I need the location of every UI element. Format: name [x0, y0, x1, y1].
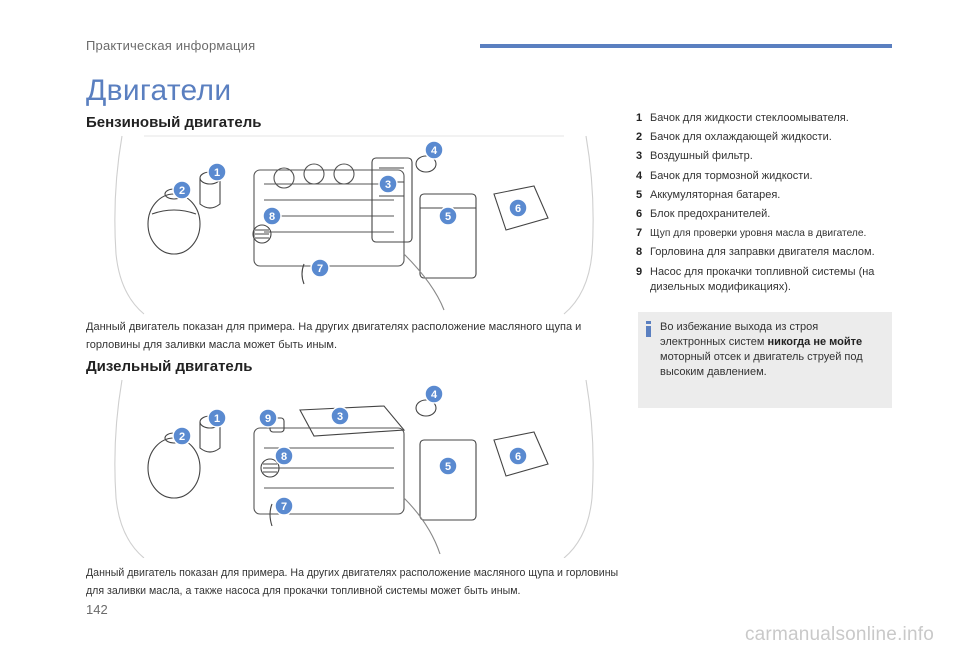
diesel-engine-illustration: 1 2 3 4 5 6 7 8 9	[104, 378, 604, 558]
svg-text:1: 1	[214, 413, 220, 425]
svg-text:5: 5	[445, 461, 451, 473]
brake-fluid-reservoir	[415, 399, 437, 417]
callout-7: 7	[274, 496, 294, 516]
legend-text: Щуп для проверки уровня масла в двигател…	[650, 228, 867, 240]
notice-text-end: моторный отсек и двигатель струей под вы…	[660, 351, 863, 378]
fuse-box	[493, 185, 549, 231]
intake-hose	[403, 497, 441, 555]
battery	[419, 439, 477, 521]
legend-text: Блок предохранителей.	[650, 207, 771, 220]
legend-item: 4 Бачок для тормозной жидкости.	[636, 169, 896, 184]
page-number: 142	[86, 602, 108, 617]
svg-text:2: 2	[179, 185, 185, 197]
callout-6: 6	[508, 446, 528, 466]
coolant-reservoir	[147, 188, 201, 255]
svg-text:1: 1	[214, 167, 220, 179]
svg-text:2: 2	[179, 431, 185, 443]
callout-8: 8	[274, 446, 294, 466]
legend-number: 1	[636, 112, 643, 124]
callout-3: 3	[378, 174, 398, 194]
petrol-caption: Данный двигатель показан для примера. На…	[86, 321, 582, 351]
diesel-caption: Данный двигатель показан для примера. На…	[86, 567, 619, 597]
engine-block	[253, 427, 405, 515]
warning-notice: Во избежание выхода из строя электронных…	[638, 312, 892, 408]
running-header: Практическая информация	[86, 38, 256, 53]
legend-item: 8 Горловина для заправки двигателя маслом…	[636, 245, 896, 260]
svg-text:6: 6	[515, 451, 521, 463]
legend-text: Бачок для жидкости стеклоомывателя.	[650, 112, 849, 124]
legend-text: Горловина для заправки двигателя маслом.	[650, 246, 875, 259]
diesel-engine-heading: Дизельный двигатель	[86, 358, 253, 375]
petrol-engine-illustration: 1 2 3 4 5 6 7 8	[104, 134, 604, 316]
fuse-box	[493, 431, 549, 477]
svg-text:7: 7	[281, 501, 287, 513]
intake-hose	[403, 253, 445, 311]
legend-number: 2	[636, 131, 643, 144]
oil-filler-cap	[252, 224, 272, 244]
legend-item: 7 Щуп для проверки уровня масла в двигате…	[636, 226, 896, 241]
page-title: Двигатели	[86, 74, 232, 107]
legend-number: 6	[636, 207, 643, 220]
callout-7: 7	[310, 258, 330, 278]
notice-emphasis: никогда не мойте	[767, 336, 863, 348]
callout-2: 2	[172, 180, 192, 200]
svg-text:3: 3	[385, 179, 391, 191]
callout-6: 6	[508, 198, 528, 218]
oil-filler-cap	[260, 458, 280, 478]
svg-text:7: 7	[317, 263, 323, 275]
callout-2: 2	[172, 426, 192, 446]
callout-1: 1	[207, 162, 227, 182]
callout-5: 5	[438, 456, 458, 476]
callout-1: 1	[207, 408, 227, 428]
callout-3: 3	[330, 406, 350, 426]
legend-text: Бачок для тормозной жидкости.	[650, 169, 813, 182]
svg-text:8: 8	[281, 451, 287, 463]
callout-9: 9	[258, 408, 278, 428]
legend-item: 6 Блок предохранителей.	[636, 207, 896, 222]
air-filter-box	[299, 405, 406, 437]
dipstick	[269, 503, 273, 527]
svg-text:5: 5	[445, 211, 451, 223]
callout-4: 4	[424, 384, 444, 404]
legend-number: 9	[636, 265, 643, 278]
engine-bay-outline	[114, 379, 594, 558]
legend-number: 7	[636, 227, 643, 240]
svg-text:4: 4	[431, 145, 438, 157]
engine-bay-outline	[114, 135, 594, 315]
legend-number: 5	[636, 188, 643, 201]
svg-text:3: 3	[337, 411, 343, 423]
svg-text:8: 8	[269, 211, 275, 223]
petrol-engine-heading: Бензиновый двигатель	[86, 114, 262, 131]
notice-text-start: Во избежание выхода из строя электронных…	[660, 321, 819, 348]
legend-number: 4	[636, 169, 643, 182]
legend-item: 5 Аккумуляторная батарея.	[636, 188, 896, 203]
header-accent-bar	[480, 44, 892, 48]
callout-4: 4	[424, 140, 444, 160]
legend-text: Насос для прокачки топливной системы (на…	[650, 265, 875, 293]
legend-item: 1 Бачок для жидкости стеклоомывателя.	[636, 111, 896, 126]
legend-text: Аккумуляторная батарея.	[650, 188, 781, 201]
legend-text: Воздушный фильтр.	[650, 150, 753, 163]
svg-text:6: 6	[515, 203, 521, 215]
watermark: carmanualsonline.info	[744, 624, 934, 645]
legend-item: 3 Воздушный фильтр.	[636, 149, 896, 164]
brake-fluid-reservoir	[415, 155, 437, 173]
svg-text:4: 4	[431, 389, 438, 401]
info-icon	[644, 321, 654, 337]
notice-text: Во избежание выхода из строя электронных…	[660, 320, 884, 380]
legend-number: 8	[636, 246, 643, 259]
legend-item: 9 Насос для прокачки топливной системы (н…	[636, 265, 896, 295]
coolant-reservoir	[147, 432, 201, 499]
dipstick	[301, 263, 305, 285]
svg-text:9: 9	[265, 413, 271, 425]
legend-text: Бачок для охлаждающей жидкости.	[650, 131, 832, 144]
legend-number: 3	[636, 150, 643, 163]
callout-8: 8	[262, 206, 282, 226]
legend-item: 2 Бачок для охлаждающей жидкости.	[636, 130, 896, 145]
callout-5: 5	[438, 206, 458, 226]
